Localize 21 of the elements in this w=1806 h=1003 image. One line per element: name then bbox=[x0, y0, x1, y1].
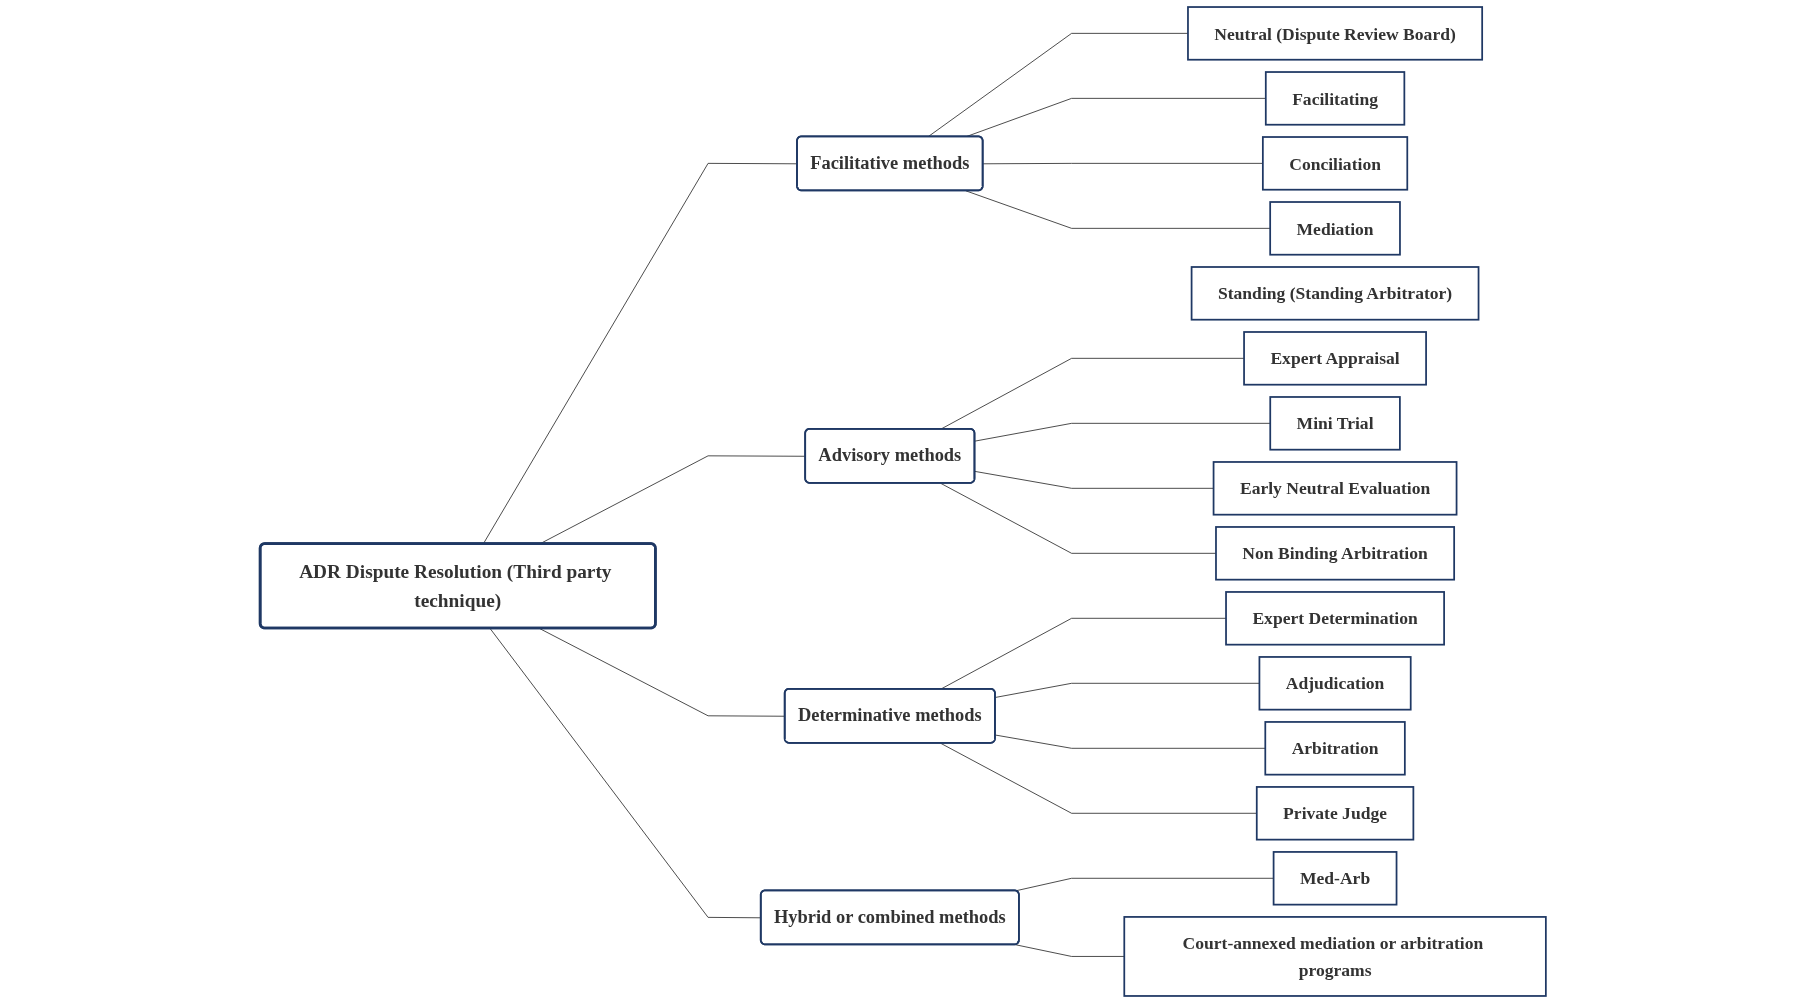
node-box: Non Binding Arbitration bbox=[1215, 526, 1456, 581]
node-box: Standing (Standing Arbitrator) bbox=[1190, 266, 1480, 321]
node-box: Conciliation bbox=[1261, 136, 1409, 191]
node-box: Court-annexed mediation or arbitration programs bbox=[1123, 916, 1547, 997]
node-box: Arbitration bbox=[1264, 721, 1406, 776]
connector bbox=[965, 190, 1271, 229]
node-box: Expert Determination bbox=[1225, 591, 1445, 646]
node-box: Med-Arb bbox=[1272, 851, 1398, 906]
node-box: Mini Trial bbox=[1269, 396, 1401, 451]
connector bbox=[1015, 944, 1125, 957]
node-box: Adjudication bbox=[1258, 656, 1412, 711]
node-box: Neutral (Dispute Review Board) bbox=[1187, 6, 1484, 61]
connector bbox=[994, 734, 1266, 749]
connector bbox=[974, 422, 1271, 442]
node-box: Expert Appraisal bbox=[1243, 331, 1427, 386]
connector bbox=[994, 682, 1260, 698]
node-box: Facilitating bbox=[1264, 71, 1406, 126]
node-box: Mediation bbox=[1269, 201, 1401, 256]
connector bbox=[974, 470, 1214, 489]
node-box: Private Judge bbox=[1255, 786, 1415, 841]
node-box: Early Neutral Evaluation bbox=[1212, 461, 1458, 516]
